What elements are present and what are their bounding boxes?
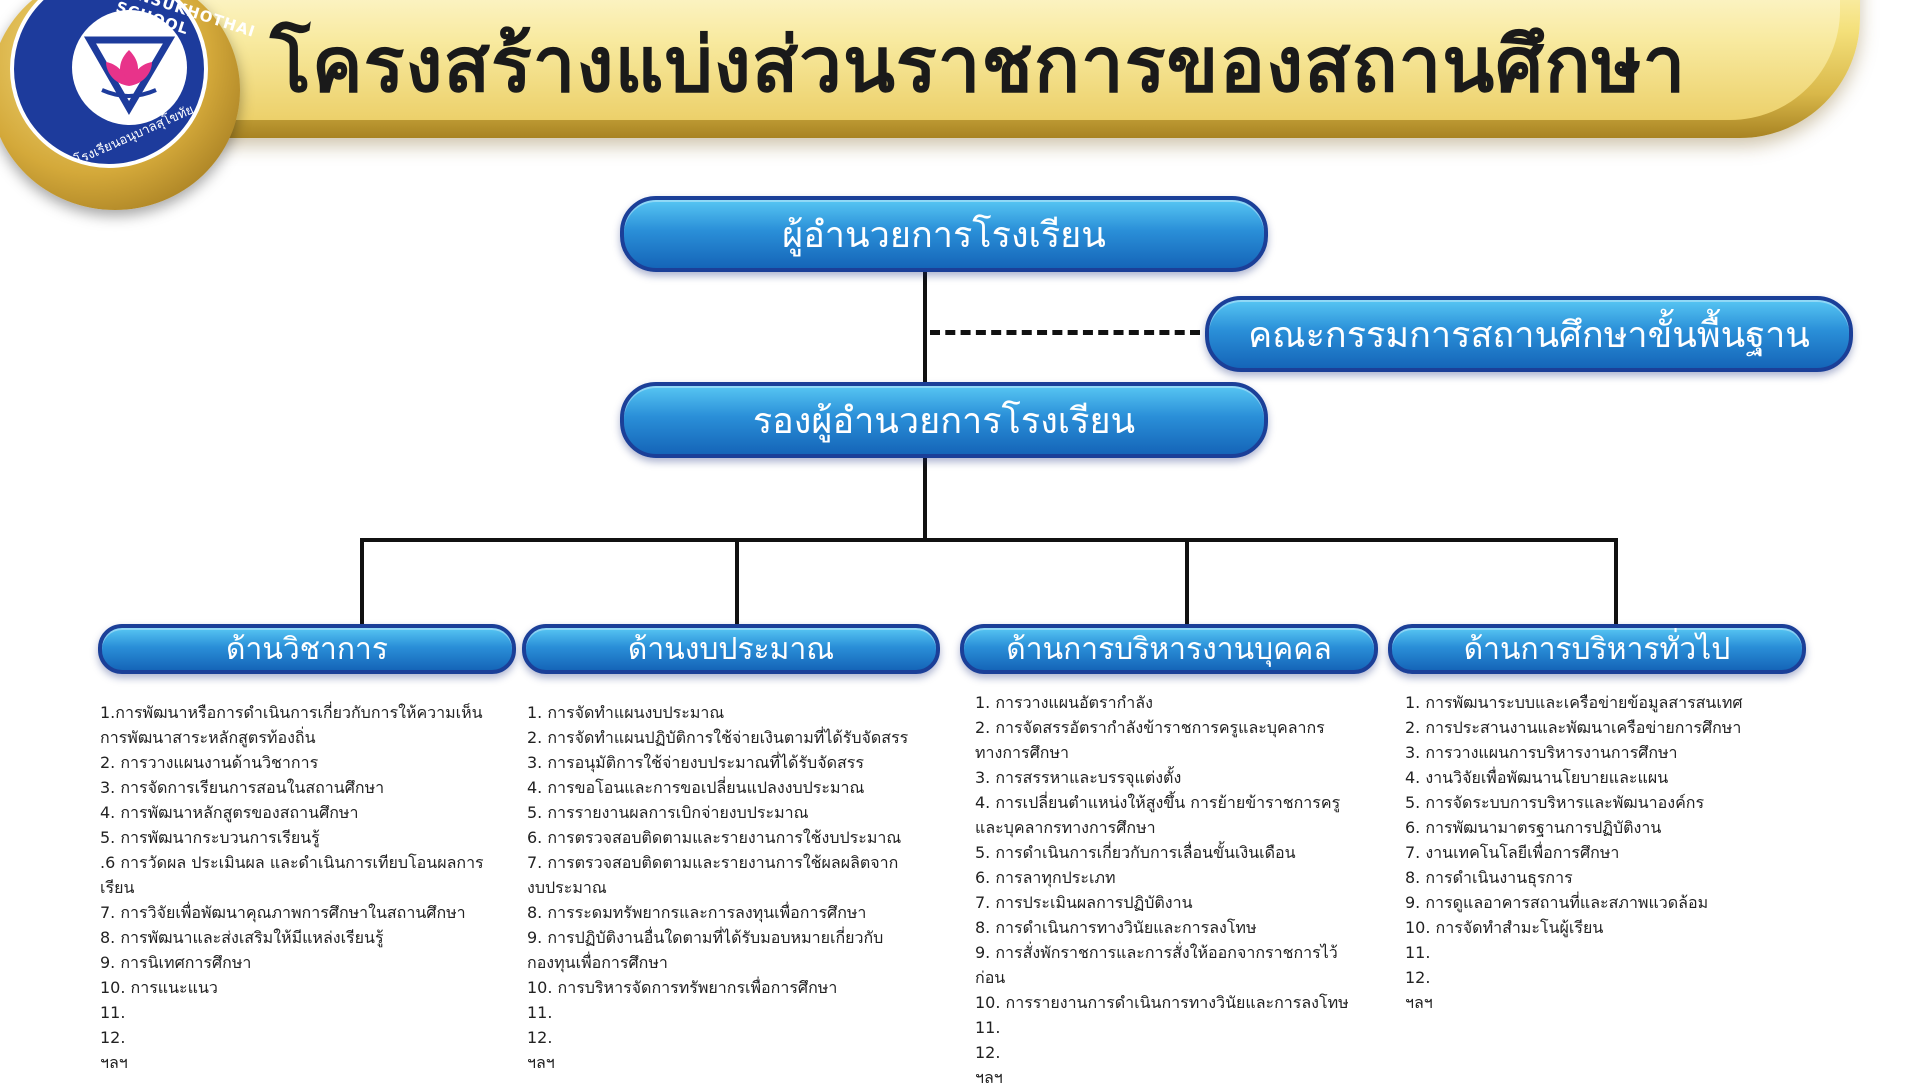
school-logo: ANUBANSUKHOTHAI SCHOOL โรงเรียนอนุบาลสุโ… bbox=[0, 0, 258, 210]
list-item: 8. การพัฒนาและส่งเสริมให้มีแหล่งเรียนรู้ bbox=[100, 928, 384, 947]
list-item: 1.การพัฒนาหรือการดำเนินการเกี่ยวกับการให… bbox=[100, 703, 483, 722]
list-item: 3. การจัดการเรียนการสอนในสถานศึกษา bbox=[100, 778, 385, 797]
list-item: 6. การตรวจสอบติดตามและรายงานการใช้งบประม… bbox=[527, 828, 902, 847]
list-item: 5. การรายงานผลการเบิกจ่ายงบประมาณ bbox=[527, 803, 809, 822]
list-item: 11. bbox=[975, 1018, 1001, 1037]
list-item: 10. การจัดทำสำมะโนผู้เรียน bbox=[1405, 918, 1604, 937]
list-item: 7. งานเทคโนโลยีเพื่อการศึกษา bbox=[1405, 843, 1620, 862]
list-item: งบประมาณ bbox=[527, 878, 607, 897]
list-item: ก่อน bbox=[975, 968, 1006, 987]
list-item: ฯลฯ bbox=[1405, 993, 1433, 1012]
list-item: 10. การแนะแนว bbox=[100, 978, 218, 997]
list-item: 12. bbox=[975, 1043, 1001, 1062]
dept-academic-box: ด้านวิชาการ bbox=[98, 624, 516, 674]
dept-academic-list: 1.การพัฒนาหรือการดำเนินการเกี่ยวกับการให… bbox=[100, 700, 484, 1075]
page-title: โครงสร้างแบ่งส่วนราชการของสถานศึกษา bbox=[270, 20, 1687, 109]
list-item: ฯลฯ bbox=[527, 1053, 555, 1072]
connector-board-dashed bbox=[930, 330, 1200, 335]
list-item: 2. การจัดทำแผนปฏิบัติการใช้จ่ายเงินตามที… bbox=[527, 728, 909, 747]
list-item: 5. การจัดระบบการบริหารและพัฒนาองค์กร bbox=[1405, 793, 1705, 812]
dept-personnel-box: ด้านการบริหารงานบุคคล bbox=[960, 624, 1378, 674]
logo-disc: ANUBANSUKHOTHAI SCHOOL โรงเรียนอนุบาลสุโ… bbox=[10, 0, 258, 168]
list-item: 1. การจัดทำแผนงบประมาณ bbox=[527, 703, 725, 722]
connector-dept-1 bbox=[360, 538, 364, 628]
list-item: 2. การประสานงานและพัฒนาเครือข่ายการศึกษา bbox=[1405, 718, 1742, 737]
dept-general-box: ด้านการบริหารทั่วไป bbox=[1388, 624, 1806, 674]
list-item: 6. การพัฒนามาตรฐานการปฏิบัติงาน bbox=[1405, 818, 1662, 837]
connector-branch-horizontal bbox=[360, 538, 1618, 542]
list-item: 4. งานวิจัยเพื่อพัฒนานโยบายและแผน bbox=[1405, 768, 1669, 787]
list-item: 1. การวางแผนอัตรากำลัง bbox=[975, 693, 1153, 712]
list-item: 5. การดำเนินการเกี่ยวกับการเลื่อนขั้นเงิ… bbox=[975, 843, 1296, 862]
list-item: กองทุนเพื่อการศึกษา bbox=[527, 953, 668, 972]
list-item: และบุคลากรทางการศึกษา bbox=[975, 818, 1156, 837]
lotus-emblem-icon bbox=[83, 36, 176, 115]
list-item: 9. การดูแลอาคารสถานที่และสภาพแวดล้อม bbox=[1405, 893, 1709, 912]
dept-general-list: 1. การพัฒนาระบบและเครือข่ายข้อมูลสารสนเท… bbox=[1405, 690, 1743, 1015]
list-item: 12. bbox=[1405, 968, 1431, 987]
list-item: 12. bbox=[100, 1028, 126, 1047]
list-item: 10. การรายงานการดำเนินการทางวินัยและการล… bbox=[975, 993, 1349, 1012]
list-item: 2. การจัดสรรอัตรากำลังข้าราชการครูและบุค… bbox=[975, 718, 1325, 737]
list-item: 3. การวางแผนการบริหารงานการศึกษา bbox=[1405, 743, 1678, 762]
list-item: 4. การเปลี่ยนตำแหน่งให้สูงขึ้น การย้ายข้… bbox=[975, 793, 1341, 812]
list-item: 7. การประเมินผลการปฏิบัติงาน bbox=[975, 893, 1193, 912]
list-item: 12. bbox=[527, 1028, 553, 1047]
list-item: 4. การขอโอนและการขอเปลี่ยนแปลงงบประมาณ bbox=[527, 778, 865, 797]
list-item: 3. การสรรหาและบรรจุแต่งตั้ง bbox=[975, 768, 1182, 787]
dept-budget-list: 1. การจัดทำแผนงบประมาณ 2. การจัดทำแผนปฏิบ… bbox=[527, 700, 908, 1075]
list-item: 11. bbox=[1405, 943, 1431, 962]
connector-director-deputy bbox=[923, 270, 927, 385]
list-item: 1. การพัฒนาระบบและเครือข่ายข้อมูลสารสนเท… bbox=[1405, 693, 1743, 712]
header-banner-highlight bbox=[120, 0, 1840, 120]
list-item: ฯลฯ bbox=[100, 1053, 128, 1072]
list-item: 5. การพัฒนากระบวนการเรียนรู้ bbox=[100, 828, 320, 847]
list-item: การพัฒนาสาระหลักสูตรท้องถิ่น bbox=[100, 728, 316, 747]
connector-deputy-branch bbox=[923, 452, 927, 540]
deputy-box: รองผู้อำนวยการโรงเรียน bbox=[620, 382, 1268, 458]
list-item: 11. bbox=[527, 1003, 553, 1022]
list-item: ฯลฯ bbox=[975, 1068, 1003, 1087]
board-box: คณะกรรมการสถานศึกษาขั้นพื้นฐาน bbox=[1205, 296, 1853, 372]
list-item: 7. การวิจัยเพื่อพัฒนาคุณภาพการศึกษาในสถา… bbox=[100, 903, 466, 922]
connector-dept-2 bbox=[735, 538, 739, 628]
logo-emblem bbox=[72, 10, 187, 125]
connector-dept-4 bbox=[1614, 538, 1618, 628]
dept-budget-box: ด้านงบประมาณ bbox=[522, 624, 940, 674]
connector-dept-3 bbox=[1185, 538, 1189, 628]
list-item: 10. การบริหารจัดการทรัพยากรเพื่อการศึกษา bbox=[527, 978, 838, 997]
list-item: 2. การวางแผนงานด้านวิชาการ bbox=[100, 753, 319, 772]
list-item: 7. การตรวจสอบติดตามและรายงานการใช้ผลผลิต… bbox=[527, 853, 899, 872]
list-item: เรียน bbox=[100, 878, 135, 897]
list-item: 8. การดำเนินงานธุรการ bbox=[1405, 868, 1573, 887]
list-item: .6 การวัดผล ประเมินผล และดำเนินการเทียบโ… bbox=[100, 853, 484, 872]
dept-personnel-list: 1. การวางแผนอัตรากำลัง 2. การจัดสรรอัตราก… bbox=[975, 690, 1349, 1090]
list-item: 9. การปฏิบัติงานอื่นใดตามที่ได้รับมอบหมา… bbox=[527, 928, 884, 947]
director-box: ผู้อำนวยการโรงเรียน bbox=[620, 196, 1268, 272]
list-item: 3. การอนุมัติการใช้จ่ายงบประมาณที่ได้รับ… bbox=[527, 753, 864, 772]
list-item: 8. การระดมทรัพยากรและการลงทุนเพื่อการศึก… bbox=[527, 903, 867, 922]
list-item: 6. การลาทุกประเภท bbox=[975, 868, 1116, 887]
list-item: 8. การดำเนินการทางวินัยและการลงโทษ bbox=[975, 918, 1257, 937]
list-item: 11. bbox=[100, 1003, 126, 1022]
list-item: 9. การสั่งพักราชการและการสั่งให้ออกจากรา… bbox=[975, 943, 1338, 962]
list-item: 4. การพัฒนาหลักสูตรของสถานศึกษา bbox=[100, 803, 359, 822]
list-item: 9. การนิเทศการศึกษา bbox=[100, 953, 252, 972]
list-item: ทางการศึกษา bbox=[975, 743, 1069, 762]
